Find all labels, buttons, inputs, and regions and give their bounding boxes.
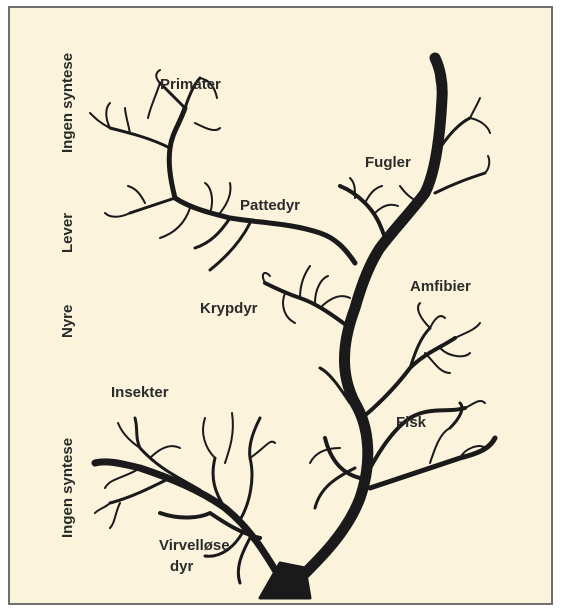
main-trunk bbox=[285, 58, 442, 593]
label-insekter: Insekter bbox=[111, 385, 169, 400]
primate-branch bbox=[169, 108, 185, 198]
label-fugler: Fugler bbox=[365, 155, 411, 170]
label-virvelløse-dyr: dyr bbox=[170, 559, 193, 574]
label-fisk: Fisk bbox=[396, 415, 426, 430]
zone-label-nyre: Nyre bbox=[60, 305, 75, 338]
zone-label-ingen-syntese-bottom: Ingen syntese bbox=[60, 438, 75, 538]
trunk-base bbox=[260, 563, 310, 598]
bird-branch bbox=[340, 186, 385, 238]
diagram-frame: Primater Fugler Pattedyr Krypdyr Amfibie… bbox=[8, 6, 553, 605]
label-pattedyr: Pattedyr bbox=[240, 198, 300, 213]
reptile-branch bbox=[265, 283, 350, 328]
label-primater: Primater bbox=[160, 77, 221, 92]
zone-label-lever: Lever bbox=[60, 213, 75, 253]
label-amfibier: Amfibier bbox=[410, 279, 471, 294]
evolution-tree bbox=[10, 8, 553, 605]
label-virvelløse: Virvelløse bbox=[159, 538, 230, 553]
zone-label-ingen-syntese-top: Ingen syntese bbox=[60, 53, 75, 153]
label-krypdyr: Krypdyr bbox=[200, 301, 258, 316]
